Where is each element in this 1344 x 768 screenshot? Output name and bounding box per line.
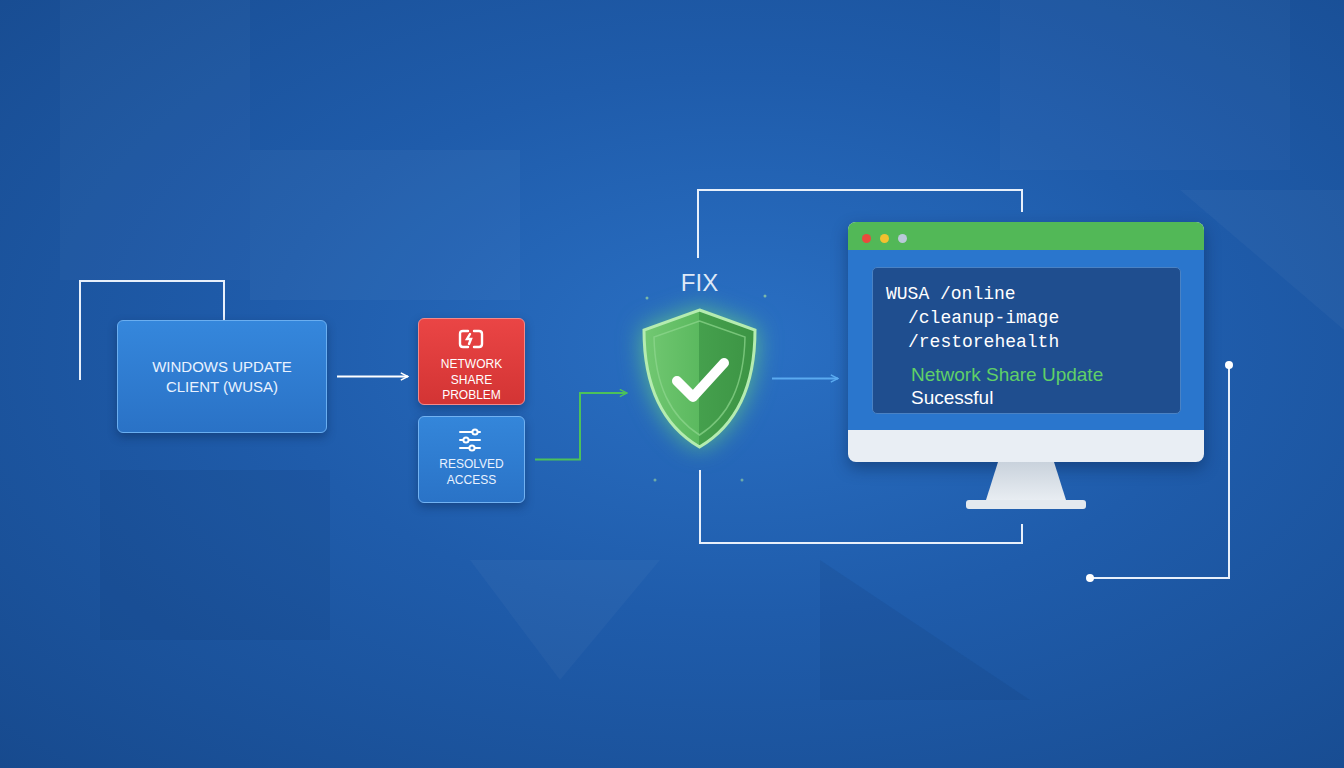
- monitor-window: WUSA /online /cleanup-image /restoreheal…: [848, 222, 1204, 462]
- bg-shape: [250, 150, 520, 300]
- command-text: WUSA /online /cleanup-image /restoreheal…: [886, 282, 1072, 354]
- bg-shape: [100, 470, 330, 640]
- bg-shape: [1180, 190, 1344, 330]
- window-dot: [880, 234, 889, 243]
- window-dot: [898, 234, 907, 243]
- leader-dot: [1225, 361, 1233, 369]
- sparkle: [741, 479, 744, 482]
- status-text: Sucessful: [911, 386, 1161, 410]
- shield-heading: FIX: [637, 269, 762, 297]
- bg-shape: [60, 0, 250, 280]
- resolved-box: RESOLVED ACCESS: [418, 416, 525, 503]
- title-bar: [848, 222, 1204, 250]
- sparkle: [646, 297, 649, 300]
- flow-arrow: [337, 376, 408, 378]
- sparkle: [764, 295, 767, 298]
- leader-dot: [1086, 574, 1094, 582]
- problem-box: NETWORK SHARE PROBLEM: [418, 318, 525, 405]
- node-label: WINDOWS UPDATE CLIENT (WUSA): [146, 357, 298, 396]
- monitor-stand: [986, 462, 1066, 500]
- process-box: WINDOWS UPDATE CLIENT (WUSA): [117, 320, 327, 433]
- bg-shape: [1000, 0, 1290, 170]
- flow-arrow: [772, 378, 838, 380]
- bg-shape: [470, 560, 660, 680]
- node-label: RESOLVED ACCESS: [433, 457, 510, 488]
- status-text: Network Share Update: [911, 363, 1161, 387]
- window-dot: [862, 234, 871, 243]
- flow-arrow: [535, 393, 627, 460]
- node-label: NETWORK SHARE PROBLEM: [427, 357, 516, 404]
- shield-outline: [637, 305, 762, 452]
- fix-shield: FIX: [637, 305, 762, 452]
- sparkle: [654, 479, 657, 482]
- monitor-base: [966, 500, 1086, 509]
- bg-shape: [820, 560, 1030, 700]
